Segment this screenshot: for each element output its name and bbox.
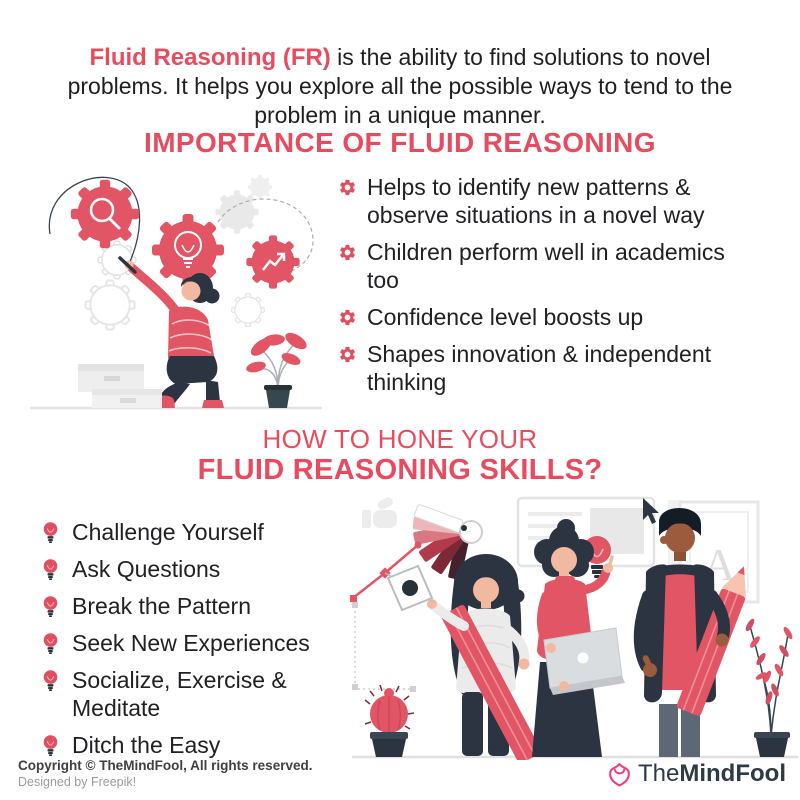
- list-item-label: Socialize, Exercise & Meditate: [72, 667, 287, 721]
- lightbulb-icon: [43, 633, 58, 655]
- logo-text-the: The: [638, 760, 680, 787]
- list-item: Helps to identify new patterns & observe…: [338, 173, 738, 229]
- list-item: Ask Questions: [42, 555, 362, 583]
- list-item: Break the Pattern: [42, 592, 362, 620]
- lightbulb-icon: [43, 559, 58, 581]
- left-woman-figure: [427, 554, 542, 760]
- right-man-figure: [633, 507, 747, 757]
- boxes: [78, 364, 162, 408]
- intro-rest: is the ability to find solutions to nove…: [67, 44, 733, 128]
- hone-heading: HOW TO HONE YOUR FLUID REASONING SKILLS?: [0, 424, 800, 486]
- gear-lightbulb-icon: [152, 214, 224, 286]
- importance-heading: IMPORTANCE OF FLUID REASONING: [144, 127, 656, 158]
- gear-icon: [340, 309, 355, 326]
- team-illustration: A: [350, 496, 798, 760]
- list-item-label: Confidence level boosts up: [367, 304, 644, 330]
- list-item-label: Shapes innovation & independent thinking: [367, 341, 712, 395]
- giant-pencil: [441, 604, 542, 760]
- list-item-label: Break the Pattern: [72, 593, 251, 619]
- hone-list: Challenge Yourself Ask Questions Break t…: [42, 518, 362, 768]
- pen-icon: [118, 256, 137, 274]
- tulip-icon: [609, 762, 630, 786]
- cactus-plant: [364, 684, 415, 757]
- lightbulb-icon: [43, 596, 58, 618]
- cursor-arrow-icon: [643, 498, 659, 524]
- list-item: Seek New Experiences: [42, 629, 362, 657]
- lightbulb-icon: [43, 735, 58, 757]
- importance-list: Helps to identify new patterns & observe…: [338, 173, 738, 405]
- gear-icon: [340, 179, 355, 196]
- footer-copyright: Copyright © TheMindFool, All rights rese…: [18, 757, 312, 790]
- laptop: [543, 627, 625, 695]
- list-item-label: Helps to identify new patterns & observe…: [367, 174, 705, 228]
- intro-highlight: Fluid Reasoning (FR): [89, 44, 331, 71]
- string-line: [48, 176, 141, 267]
- outline-gear-icon: [231, 293, 265, 327]
- potted-plant: [246, 332, 307, 408]
- list-item-label: Challenge Yourself: [72, 519, 264, 545]
- color-swatches-icon: [412, 504, 483, 580]
- designed-by-text: Designed by Freepik!: [18, 775, 137, 789]
- gray-gear-icon: [215, 190, 259, 234]
- tall-plant: [745, 618, 793, 757]
- kneeling-woman-figure: [118, 256, 224, 408]
- list-item-label: Seek New Experiences: [72, 630, 310, 656]
- middle-woman-figure: [532, 519, 625, 757]
- hone-heading-line1: HOW TO HONE YOUR: [262, 424, 538, 454]
- list-item: Challenge Yourself: [42, 518, 362, 546]
- logo-text-mindfool: MindFool: [679, 760, 786, 787]
- outline-gear-icon: [84, 279, 136, 331]
- growth-chart-icon: [262, 252, 286, 271]
- list-item: Children perform well in academics too: [338, 238, 738, 294]
- list-item-label: Children perform well in academics too: [367, 239, 725, 293]
- list-item: Shapes innovation & independent thinking: [338, 340, 738, 396]
- gear-icon: [340, 244, 355, 261]
- gear-magnifier-icon: [70, 179, 140, 249]
- thumbs-up-icon: [362, 497, 397, 528]
- string-line: [217, 198, 314, 276]
- pen-tool-icon: [384, 564, 434, 612]
- gray-gear-icon: [247, 174, 273, 200]
- selection-guides: [352, 602, 416, 692]
- magnifier-icon: [89, 197, 115, 223]
- list-item: Socialize, Exercise & Meditate: [42, 666, 362, 722]
- woman-gears-illustration: [30, 174, 322, 410]
- intro-text: Fluid Reasoning (FR) is the ability to f…: [42, 43, 758, 130]
- copyright-text: Copyright © TheMindFool, All rights rese…: [18, 758, 313, 773]
- list-item: Ditch the Easy: [42, 731, 362, 759]
- lightbulb-glyph-icon: [174, 231, 202, 268]
- list-item: Confidence level boosts up: [338, 303, 738, 331]
- lightbulb-icon: [43, 522, 58, 544]
- lightbulb-icon: [43, 670, 58, 692]
- gear-icon: [340, 346, 355, 363]
- list-item-label: Ask Questions: [72, 556, 221, 582]
- hone-heading-line2: FLUID REASONING SKILLS?: [197, 454, 603, 486]
- list-item-label: Ditch the Easy: [72, 732, 221, 758]
